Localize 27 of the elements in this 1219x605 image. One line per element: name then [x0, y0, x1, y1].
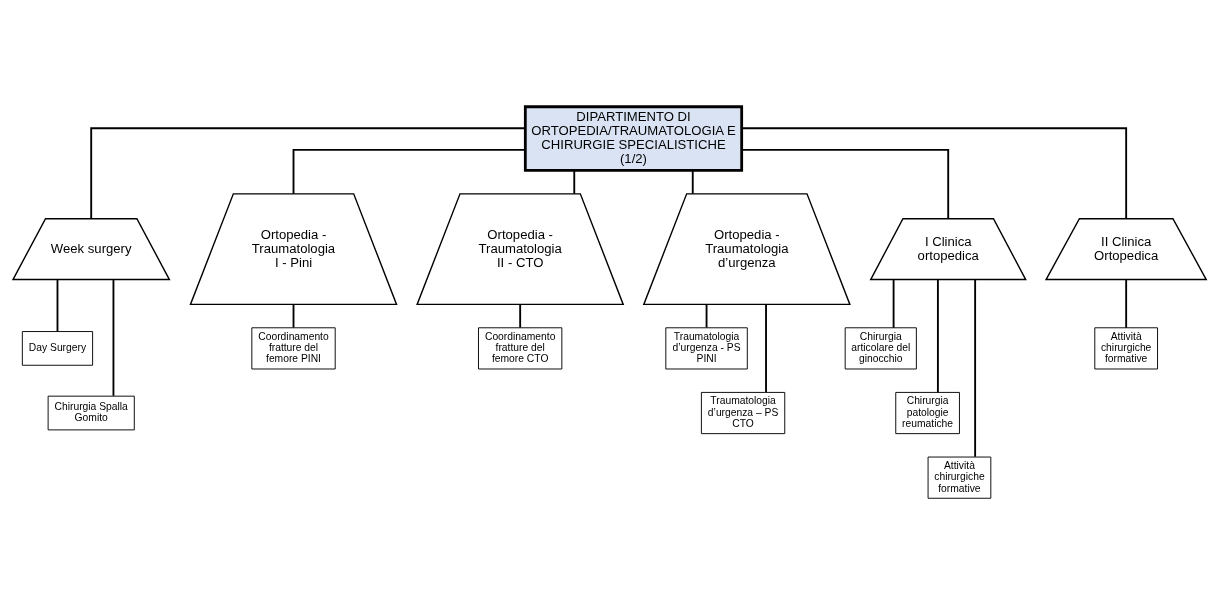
connector	[936, 278, 939, 394]
node-box: Attività chirurgiche formative	[927, 456, 992, 499]
node-box: Coordinamento fratture del femore CTO	[478, 327, 563, 370]
node-box: Traumatologia d’urgenza - PS PINI	[665, 327, 748, 370]
node-box: Traumatologia d’urgenza – PS CTO	[700, 391, 786, 435]
node-box: Attività chirurgiche formative	[1094, 327, 1158, 370]
node-box: Coordinamento fratture del femore PINI	[251, 327, 336, 370]
connector	[741, 127, 1128, 220]
connector	[573, 169, 576, 195]
connector	[112, 278, 115, 397]
node-box: DIPARTIMENTO DI ORTOPEDIA/TRAUMATOLOGIA E CHIRURGIE SPECIALISTICHE (1/2)	[523, 105, 744, 172]
connector	[1125, 278, 1128, 329]
node-box: Chirurgia patologie reumatiche	[895, 391, 960, 435]
node-box: Chirurgia Spalla Gomito	[47, 395, 135, 431]
connector	[90, 127, 526, 220]
connector	[292, 148, 526, 195]
connector	[740, 148, 950, 220]
connector	[974, 278, 977, 458]
node-box: Chirurgia articolare del ginocchio	[844, 327, 917, 370]
connector	[691, 169, 694, 195]
connector	[705, 303, 708, 329]
connector	[519, 303, 522, 329]
connector	[765, 303, 767, 393]
node-box: Day Surgery	[21, 331, 94, 366]
connector	[892, 278, 895, 329]
connector	[56, 278, 59, 333]
connector	[292, 303, 295, 329]
